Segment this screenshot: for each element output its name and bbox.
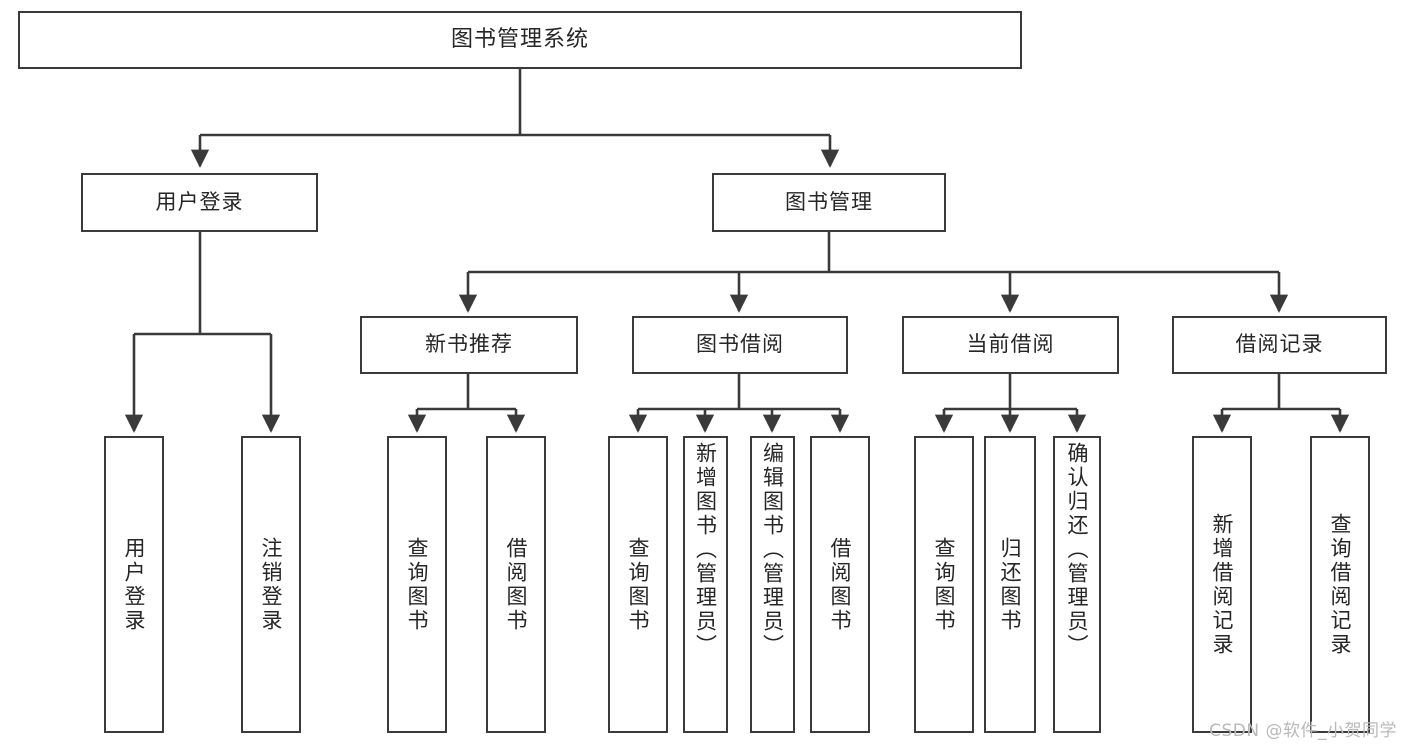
watermark-text: CSDN @软件_小贺同学	[1209, 721, 1397, 741]
node-book-management[interactable]: 图书管理	[712, 173, 946, 232]
leaf-query-book-current[interactable]: 查询图书	[914, 436, 974, 733]
leaf-return-book[interactable]: 归还图书	[984, 436, 1036, 733]
node-new-book-recommend[interactable]: 新书推荐	[360, 316, 578, 374]
leaf-query-book-recommend[interactable]: 查询图书	[387, 436, 447, 733]
leaf-query-book-borrow[interactable]: 查询图书	[608, 436, 668, 733]
leaf-add-borrow-record[interactable]: 新增借阅记录	[1192, 436, 1252, 733]
node-root-system[interactable]: 图书管理系统	[18, 11, 1022, 69]
node-book-borrow[interactable]: 图书借阅	[632, 316, 848, 374]
node-borrow-record[interactable]: 借阅记录	[1172, 316, 1387, 374]
leaf-confirm-return-admin[interactable]: 确认归还（管理员）	[1053, 436, 1101, 733]
leaf-user-login[interactable]: 用户登录	[104, 436, 164, 733]
node-user-login[interactable]: 用户登录	[81, 173, 318, 232]
leaf-query-borrow-record[interactable]: 查询借阅记录	[1310, 436, 1370, 733]
leaf-borrow-book[interactable]: 借阅图书	[810, 436, 870, 733]
leaf-logout[interactable]: 注销登录	[241, 436, 301, 733]
node-current-borrow[interactable]: 当前借阅	[902, 316, 1119, 374]
leaf-borrow-book-recommend[interactable]: 借阅图书	[486, 436, 546, 733]
leaf-add-book-admin[interactable]: 新增图书（管理员）	[683, 436, 728, 733]
leaf-edit-book-admin[interactable]: 编辑图书（管理员）	[750, 436, 795, 733]
